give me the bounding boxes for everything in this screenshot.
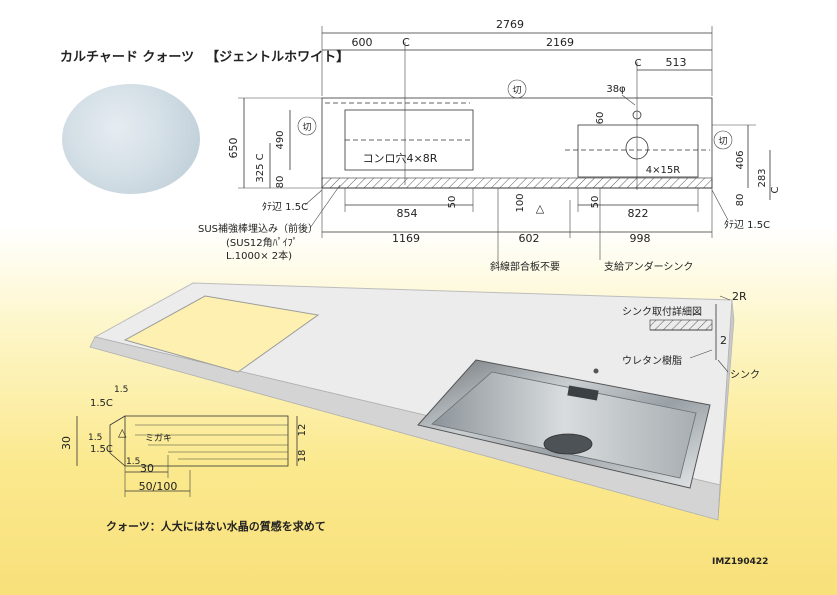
hatched-plywood-area — [321, 177, 713, 189]
left-edge-chamfer: ﾀﾃ辺 1.5C — [262, 201, 308, 213]
edge-width-range: 50/100 — [139, 480, 178, 493]
edge-small-mid: 1.5 — [88, 433, 102, 443]
dim-hob-offset: 50 — [447, 196, 458, 209]
sink-label: シンク — [730, 369, 760, 381]
svg-text:切: 切 — [512, 85, 521, 96]
sink-overflow — [567, 385, 599, 401]
catalog-code: IMZ190422 — [712, 557, 769, 567]
diagonal-area-note: 斜線部合板不要 — [490, 260, 560, 273]
color-name: 【ジェントルホワイト】 — [206, 50, 350, 65]
product-caption: クォーツ：人大にはない水晶の質感を求めて — [106, 520, 326, 533]
sink-center-mark: C — [635, 58, 642, 69]
edge-detail-drawing: 1.5 1.5C 1.5 1.5C 1.5 △ 30 12 18 ミガキ 30 … — [60, 385, 308, 497]
triangle-mark: △ — [536, 202, 545, 215]
sink-detail-title: シンク取付詳細図 — [622, 305, 702, 318]
cut-mark-right — [713, 130, 733, 150]
dim-front-margin-right: 80 — [735, 194, 746, 207]
edge-chamfer-top: 1.5C — [90, 398, 113, 409]
edge-polish-label: ミガキ — [145, 433, 172, 444]
color-swatch — [62, 84, 200, 194]
svg-text:切: 切 — [302, 122, 311, 133]
faucet-hole-perspective — [593, 368, 599, 374]
dim-right-depth: 406 — [735, 150, 746, 169]
edge-width-30: 30 — [140, 462, 154, 475]
edge-profile — [124, 415, 289, 467]
dim-right-section: 998 — [630, 232, 651, 245]
faucet-hole-diameter: 38φ — [606, 84, 626, 95]
dim-right-center: 283 — [757, 168, 768, 187]
edge-chamfer-bottom: 1.5C — [90, 444, 113, 455]
dim-center-depth: 325 C — [255, 153, 266, 182]
drain-hole — [625, 136, 649, 160]
sink-drain — [543, 433, 593, 455]
edge-dim-12: 12 — [297, 424, 308, 437]
svg-text:切: 切 — [718, 136, 727, 147]
dim-left-section: 1169 — [392, 232, 420, 245]
sink-detail-drawing: シンク取付詳細図 2R 2 ウレタン樹脂 シンク — [622, 290, 760, 381]
dim-hob-width: 854 — [397, 207, 418, 220]
right-center-mark: C — [770, 186, 781, 193]
cut-mark-left — [297, 116, 317, 136]
product-name: カルチャード クォーツ — [60, 50, 195, 65]
hob-cutout-label: コンロ穴4×8R — [363, 151, 438, 165]
dim-right-span: 2169 — [546, 36, 574, 49]
edge-small-bottom: 1.5 — [126, 457, 140, 467]
dim-hole-offset: 60 — [595, 112, 606, 125]
hob-opening — [123, 295, 320, 373]
edge-triangle: △ — [118, 426, 127, 439]
sink-detail-radius: 2R — [732, 290, 747, 303]
edge-thickness: 30 — [60, 436, 73, 450]
page-title: カルチャード クォーツ【ジェントルホワイト】 — [60, 46, 349, 65]
sink-cutout — [577, 124, 699, 178]
dim-middle-section: 602 — [519, 232, 540, 245]
dim-inner-depth: 490 — [275, 130, 286, 149]
dim-depth: 650 — [227, 138, 240, 159]
edge-small-top: 1.5 — [114, 385, 128, 395]
urethane-label: ウレタン樹脂 — [622, 354, 682, 367]
sink-corner-radius: 4×15R — [646, 165, 680, 176]
edge-dim-18: 18 — [297, 450, 308, 463]
dim-front-margin-left: 80 — [275, 176, 286, 189]
countertop-perspective — [89, 282, 735, 521]
sus-length-note: L.1000× 2本) — [226, 249, 292, 262]
dim-sink-offset: 50 — [590, 196, 601, 209]
center-mark: C — [402, 36, 410, 49]
undersink-note: 支給アンダーシンク — [604, 260, 693, 273]
faucet-hole — [632, 110, 642, 120]
sink-detail-gap: 2 — [720, 334, 727, 347]
dim-sink-center: 513 — [666, 56, 687, 69]
dim-left-offset: 600 — [352, 36, 373, 49]
right-edge-chamfer: ﾀﾃ辺 1.5C — [724, 219, 770, 231]
sus-pipe-note: (SUS12角ﾊﾟｲﾌﾟ — [226, 237, 298, 249]
dim-sink-width: 822 — [628, 207, 649, 220]
sus-reinforce-note: SUS補強棒埋込み（前後） — [198, 222, 318, 235]
dim-middle-gap: 100 — [515, 193, 526, 212]
dim-overall-width: 2769 — [496, 18, 524, 31]
top-view-drawing: 2769 600 C 2169 C 513 38φ 切 切 切 — [198, 18, 781, 273]
